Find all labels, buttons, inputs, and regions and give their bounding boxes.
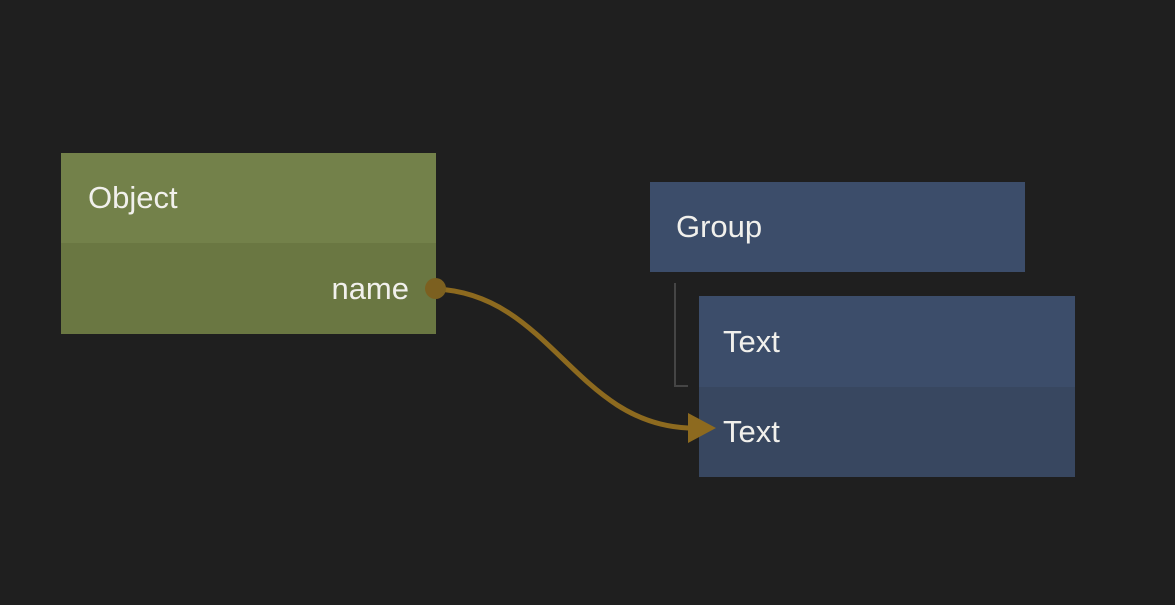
connection-arrowhead-icon	[688, 413, 716, 443]
output-port-dot[interactable]	[425, 278, 446, 299]
node-text-body: Text	[699, 387, 1075, 477]
node-text[interactable]: Text Text	[699, 296, 1075, 477]
group-child-connector-line	[674, 283, 688, 387]
node-text-header[interactable]: Text	[699, 296, 1075, 387]
node-text-title: Text	[723, 323, 780, 359]
node-group[interactable]: Group	[650, 182, 1025, 272]
node-text-row-text-label: Text	[723, 414, 780, 449]
node-object-row-name-label: name	[331, 270, 409, 306]
node-object-header[interactable]: Object	[61, 153, 436, 243]
node-group-title: Group	[676, 209, 763, 244]
connection-wire[interactable]	[433, 286, 691, 431]
node-object-body: name	[61, 243, 436, 334]
node-text-row-text[interactable]: Text	[699, 387, 1075, 477]
node-object-title: Object	[88, 180, 178, 215]
node-object-row-name[interactable]: name	[61, 243, 436, 334]
node-group-header[interactable]: Group	[650, 182, 1025, 272]
node-object[interactable]: Object name	[61, 153, 436, 334]
